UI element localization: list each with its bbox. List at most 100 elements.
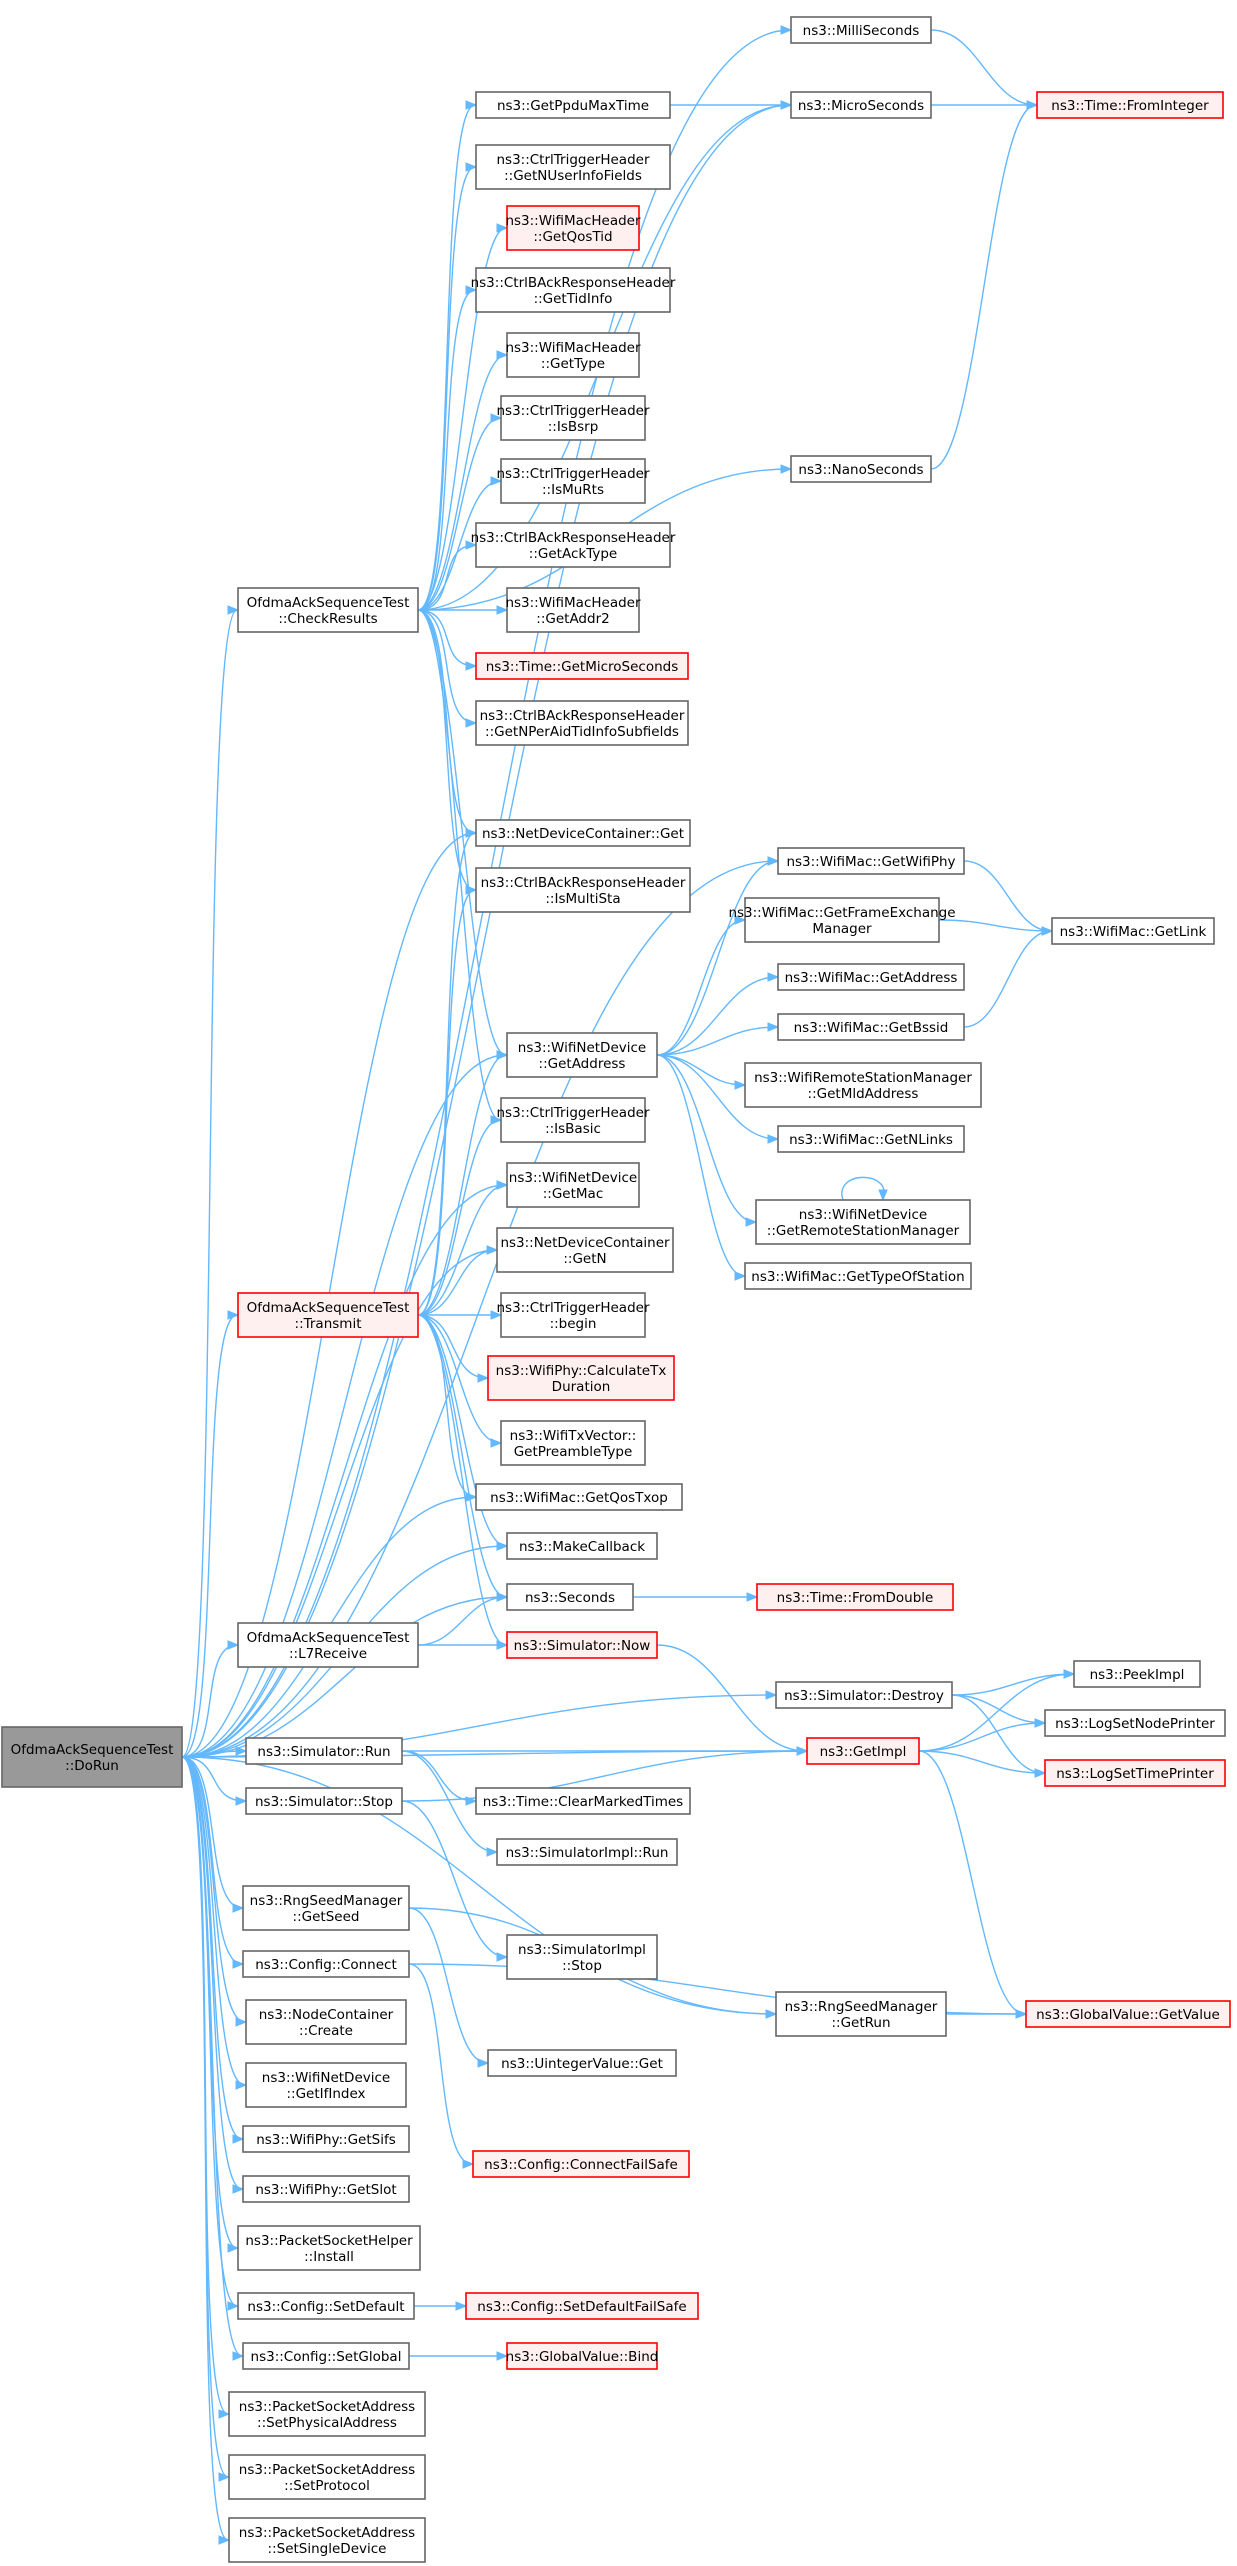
node-setdefaultfs[interactable]: ns3::Config::SetDefaultFailSafe (465, 2292, 699, 2320)
node-macgetaddr[interactable]: ns3::WifiMac::GetAddress (777, 963, 965, 991)
edge-arrowhead (235, 1746, 248, 1756)
node-clearmarked[interactable]: ns3::Time::ClearMarkedTimes (475, 1787, 691, 1815)
node-begin[interactable]: ns3::CtrlTriggerHeader::begin (496, 1292, 650, 1338)
node-ismultista[interactable]: ns3::CtrlBAckResponseHeader::IsMultiSta (475, 867, 691, 913)
node-label: OfdmaAckSequenceTest (11, 1742, 174, 1758)
node-label: ::GetAckType (529, 546, 617, 562)
node-setglobal[interactable]: ns3::Config::SetGlobal (242, 2342, 410, 2370)
node-getrun[interactable]: ns3::RngSeedManager::GetRun (775, 1991, 947, 2037)
node-transmit[interactable]: OfdmaAckSequenceTest::Transmit (237, 1292, 419, 1338)
node-implstop[interactable]: ns3::SimulatorImpl::Stop (506, 1934, 658, 1980)
node-box (775, 1681, 953, 1709)
node-tidinfo[interactable]: ns3::CtrlBAckResponseHeader::GetTidInfo (471, 267, 676, 313)
node-nccreate[interactable]: ns3::NodeContainer::Create (245, 1999, 407, 2045)
node-getimpl[interactable]: ns3::GetImpl (806, 1737, 920, 1765)
node-getnlinks[interactable]: ns3::WifiMac::GetNLinks (777, 1125, 965, 1153)
node-box (500, 458, 646, 504)
node-ismurts[interactable]: ns3::CtrlTriggerHeader::IsMuRts (496, 458, 650, 504)
node-setphys[interactable]: ns3::PacketSocketAddress::SetPhysicalAdd… (228, 2391, 426, 2437)
edge-line (417, 1596, 507, 1646)
node-box (777, 1013, 965, 1041)
node-uintget[interactable]: ns3::UintegerValue::Get (487, 2049, 677, 2077)
node-label: ::GetRun (831, 2015, 890, 2031)
node-simstop[interactable]: ns3::Simulator::Stop (245, 1787, 403, 1815)
node-acktype[interactable]: ns3::CtrlBAckResponseHeader::GetAckType (471, 522, 676, 568)
edge-line (417, 889, 476, 1316)
node-label: ::GetRemoteStationManager (767, 1223, 960, 1239)
node-setdefault[interactable]: ns3::Config::SetDefault (237, 2292, 415, 2320)
node-peekimpl[interactable]: ns3::PeekImpl (1073, 1660, 1201, 1688)
node-getmicro[interactable]: ns3::Time::GetMicroSeconds (475, 652, 689, 680)
node-box (237, 1622, 419, 1668)
edge-wndgetaddr-to-getfem (656, 915, 747, 1056)
node-preamble[interactable]: ns3::WifiTxVector::GetPreambleType (500, 1420, 646, 1466)
node-simnow[interactable]: ns3::Simulator::Now (506, 1631, 658, 1659)
node-getmld[interactable]: ns3::WifiRemoteStationManager::GetMldAdd… (744, 1062, 982, 1108)
node-label: ns3::GlobalValue::GetValue (1036, 2007, 1220, 2023)
node-getmac[interactable]: ns3::WifiNetDevice::GetMac (506, 1162, 640, 1208)
node-getsifs[interactable]: ns3::WifiPhy::GetSifs (242, 2125, 410, 2153)
node-gettype[interactable]: ns3::WifiMacHeader::GetType (505, 332, 641, 378)
node-nperaid[interactable]: ns3::CtrlBAckResponseHeader::GetNPerAidT… (475, 700, 689, 746)
node-label: ns3::Time::FromDouble (777, 1590, 934, 1606)
node-gvbind[interactable]: ns3::GlobalValue::Bind (506, 2342, 659, 2370)
node-connect[interactable]: ns3::Config::Connect (242, 1950, 410, 1978)
edge-line (841, 1176, 885, 1201)
node-getbssid[interactable]: ns3::WifiMac::GetBssid (777, 1013, 965, 1041)
edge-transmit-to-wndgetaddr (417, 1050, 509, 1316)
node-fromdouble[interactable]: ns3::Time::FromDouble (756, 1583, 954, 1611)
node-wndgetaddr[interactable]: ns3::WifiNetDevice::GetAddress (506, 1032, 658, 1078)
node-getseed[interactable]: ns3::RngSeedManager::GetSeed (242, 1885, 410, 1931)
node-qostid[interactable]: ns3::WifiMacHeader::GetQosTid (505, 205, 641, 251)
edge-getrun-to-gvgetvalue (946, 2009, 1028, 2019)
node-qostxop[interactable]: ns3::WifiMac::GetQosTxop (475, 1483, 683, 1511)
node-ndcget[interactable]: ns3::NetDeviceContainer::Get (475, 819, 691, 847)
node-connectfs[interactable]: ns3::Config::ConnectFailSafe (472, 2150, 690, 2178)
node-setsingle[interactable]: ns3::PacketSocketAddress::SetSingleDevic… (228, 2517, 426, 2563)
edge-line (417, 609, 507, 1056)
node-label: ::GetNPerAidTidInfoSubfields (485, 724, 679, 740)
node-millis[interactable]: ns3::MilliSeconds (790, 16, 932, 44)
node-isbsrp[interactable]: ns3::CtrlTriggerHeader::IsBsrp (496, 395, 650, 441)
node-typeofsta[interactable]: ns3::WifiMac::GetTypeOfStation (744, 1262, 972, 1290)
edge-arrowhead (767, 972, 780, 982)
node-getrsm[interactable]: ns3::WifiNetDevice::GetRemoteStationMana… (755, 1199, 971, 1245)
node-pshinstall[interactable]: ns3::PacketSocketHelper::Install (237, 2225, 421, 2271)
node-makecb[interactable]: ns3::MakeCallback (506, 1532, 658, 1560)
node-label: ns3::NanoSeconds (798, 462, 923, 478)
node-ifindex[interactable]: ns3::WifiNetDevice::GetIfIndex (245, 2062, 407, 2108)
node-lognode[interactable]: ns3::LogSetNodePrinter (1044, 1709, 1226, 1737)
node-implrun[interactable]: ns3::SimulatorImpl::Run (496, 1838, 678, 1866)
edge-arrowhead (477, 2058, 490, 2068)
node-getwifiphy[interactable]: ns3::WifiMac::GetWifiPhy (777, 847, 965, 875)
node-ndcgetn[interactable]: ns3::NetDeviceContainer::GetN (496, 1227, 674, 1273)
node-logtime[interactable]: ns3::LogSetTimePrinter (1044, 1759, 1226, 1787)
node-label: ns3::Config::SetDefault (247, 2299, 404, 2315)
node-addr2[interactable]: ns3::WifiMacHeader::GetAddr2 (505, 587, 641, 633)
node-l7receive[interactable]: OfdmaAckSequenceTest::L7Receive (237, 1622, 419, 1668)
edge-ppdu-to-micros (669, 100, 793, 110)
edge-line (181, 1644, 238, 1758)
node-getslot[interactable]: ns3::WifiPhy::GetSlot (242, 2175, 410, 2203)
node-ppdu[interactable]: ns3::GetPpduMaxTime (475, 91, 671, 119)
node-isbasic[interactable]: ns3::CtrlTriggerHeader::IsBasic (496, 1097, 650, 1143)
node-nuser[interactable]: ns3::CtrlTriggerHeader::GetNUserInfoFiel… (475, 144, 671, 190)
node-gvgetvalue[interactable]: ns3::GlobalValue::GetValue (1025, 2000, 1231, 2028)
node-box (506, 1162, 640, 1208)
node-fromint[interactable]: ns3::Time::FromInteger (1036, 91, 1224, 119)
node-setproto[interactable]: ns3::PacketSocketAddress::SetProtocol (228, 2454, 426, 2500)
edge-line (417, 544, 476, 611)
node-nanos[interactable]: ns3::NanoSeconds (790, 455, 932, 483)
node-getlink[interactable]: ns3::WifiMac::GetLink (1051, 917, 1215, 945)
node-seconds[interactable]: ns3::Seconds (506, 1583, 634, 1611)
node-micros[interactable]: ns3::MicroSeconds (790, 91, 932, 119)
edge-dorun-to-ifindex (181, 1756, 248, 2090)
node-dorun[interactable]: OfdmaAckSequenceTest::DoRun (1, 1726, 183, 1788)
node-label: ::GetAddr2 (536, 611, 609, 627)
node-destroy[interactable]: ns3::Simulator::Destroy (775, 1681, 953, 1709)
node-simrun[interactable]: ns3::Simulator::Run (245, 1737, 403, 1765)
edge-checkresults-to-nuser (417, 162, 478, 611)
node-checkresults[interactable]: OfdmaAckSequenceTest::CheckResults (237, 587, 419, 633)
